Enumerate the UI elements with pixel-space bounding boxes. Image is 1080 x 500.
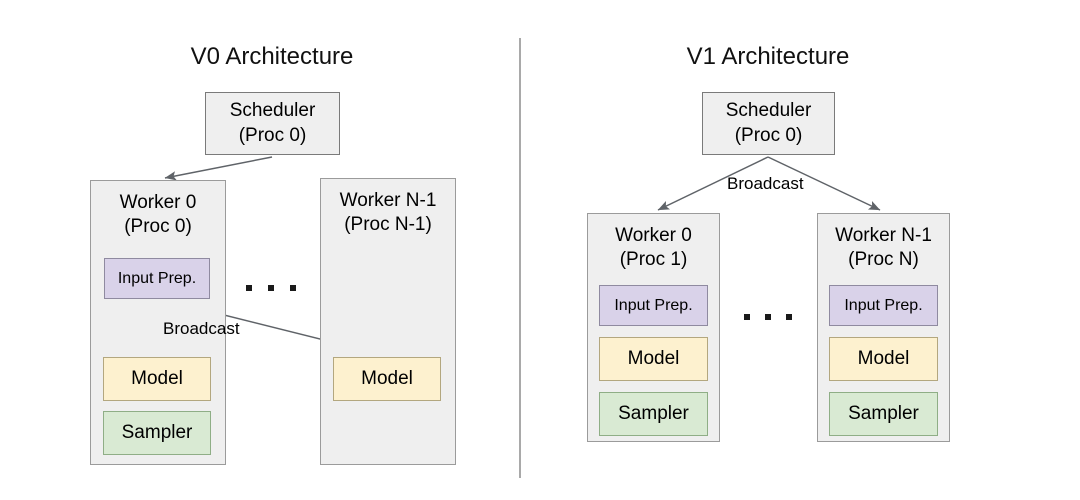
v1-scheduler-line1: Scheduler: [725, 100, 812, 122]
panel-divider: [519, 38, 521, 478]
v0-worker-n-1-line2: (Proc N-1): [344, 213, 432, 235]
v0-scheduler-line1: Scheduler: [229, 100, 316, 122]
panel-title-v0: V0 Architecture: [190, 43, 354, 70]
v0-worker-n-1-model[interactable]: Model: [333, 357, 441, 401]
v0-worker-n-1-container[interactable]: Worker N-1 (Proc N-1): [320, 178, 456, 465]
v0-worker-n-1-title: Worker N-1 (Proc N-1): [340, 189, 437, 237]
v1-ellipsis-dot: [786, 314, 792, 320]
v1-worker-n-1-line1: Worker N-1: [835, 225, 932, 246]
v1-worker-n-1-sampler-label: Sampler: [848, 403, 919, 424]
v0-scheduler-line2: (Proc 0): [238, 124, 307, 146]
v1-worker-n-1-title: Worker N-1 (Proc N): [835, 224, 932, 272]
v0-ellipsis-dot: [246, 285, 252, 291]
v0-ellipsis-dot: [290, 285, 296, 291]
v1-worker-n-1-model[interactable]: Model: [829, 337, 938, 381]
panel-title-v1: V1 Architecture: [686, 43, 850, 70]
v1-worker-0-input-prep-label: Input Prep.: [614, 296, 693, 314]
v1-worker-0-input-prep[interactable]: Input Prep.: [599, 285, 708, 326]
v0-worker-0-title: Worker 0 (Proc 0): [120, 191, 197, 239]
v1-scheduler-box[interactable]: Scheduler (Proc 0): [702, 92, 835, 155]
v0-ellipsis-dot: [268, 285, 274, 291]
v1-worker-n-1-input-prep[interactable]: Input Prep.: [829, 285, 938, 326]
arrow-v0-scheduler-to-worker0: [164, 156, 273, 181]
v0-worker-0-sampler[interactable]: Sampler: [103, 411, 211, 455]
v0-worker-0-line1: Worker 0: [119, 192, 197, 213]
v0-broadcast-label: Broadcast: [163, 319, 240, 338]
v1-worker-0-line1: Worker 0: [615, 225, 692, 246]
v1-worker-n-1-sampler[interactable]: Sampler: [829, 392, 938, 436]
v1-scheduler-line2: (Proc 0): [734, 124, 803, 146]
v1-worker-n-1-model-label: Model: [857, 348, 910, 369]
v1-worker-n-1-input-prep-label: Input Prep.: [844, 296, 923, 314]
v1-worker-0-model-label: Model: [627, 348, 680, 369]
v0-worker-n-1-model-label: Model: [361, 368, 413, 389]
v1-worker-0-sampler-label: Sampler: [618, 403, 689, 424]
v1-ellipsis-dot: [765, 314, 771, 320]
v1-worker-0-sampler[interactable]: Sampler: [599, 392, 708, 436]
v1-worker-0-line2: (Proc 1): [619, 248, 688, 270]
v1-broadcast-label: Broadcast: [727, 174, 804, 193]
v0-worker-0-line2: (Proc 0): [124, 215, 192, 237]
v0-worker-0-model-label: Model: [131, 368, 183, 389]
v0-ellipsis: [246, 285, 296, 291]
v0-worker-0-input-prep[interactable]: Input Prep.: [104, 258, 210, 299]
v1-worker-n-1-line2: (Proc N): [848, 248, 919, 270]
v1-worker-0-model[interactable]: Model: [599, 337, 708, 381]
v0-worker-0-sampler-label: Sampler: [121, 422, 193, 443]
v0-worker-0-input-prep-label: Input Prep.: [117, 269, 197, 287]
v1-ellipsis-dot: [744, 314, 750, 320]
v1-worker-0-title: Worker 0 (Proc 1): [615, 224, 692, 272]
v1-ellipsis: [744, 314, 792, 320]
v0-scheduler-box[interactable]: Scheduler (Proc 0): [205, 92, 340, 155]
v0-worker-n-1-line1: Worker N-1: [339, 190, 437, 211]
v0-worker-0-model[interactable]: Model: [103, 357, 211, 401]
